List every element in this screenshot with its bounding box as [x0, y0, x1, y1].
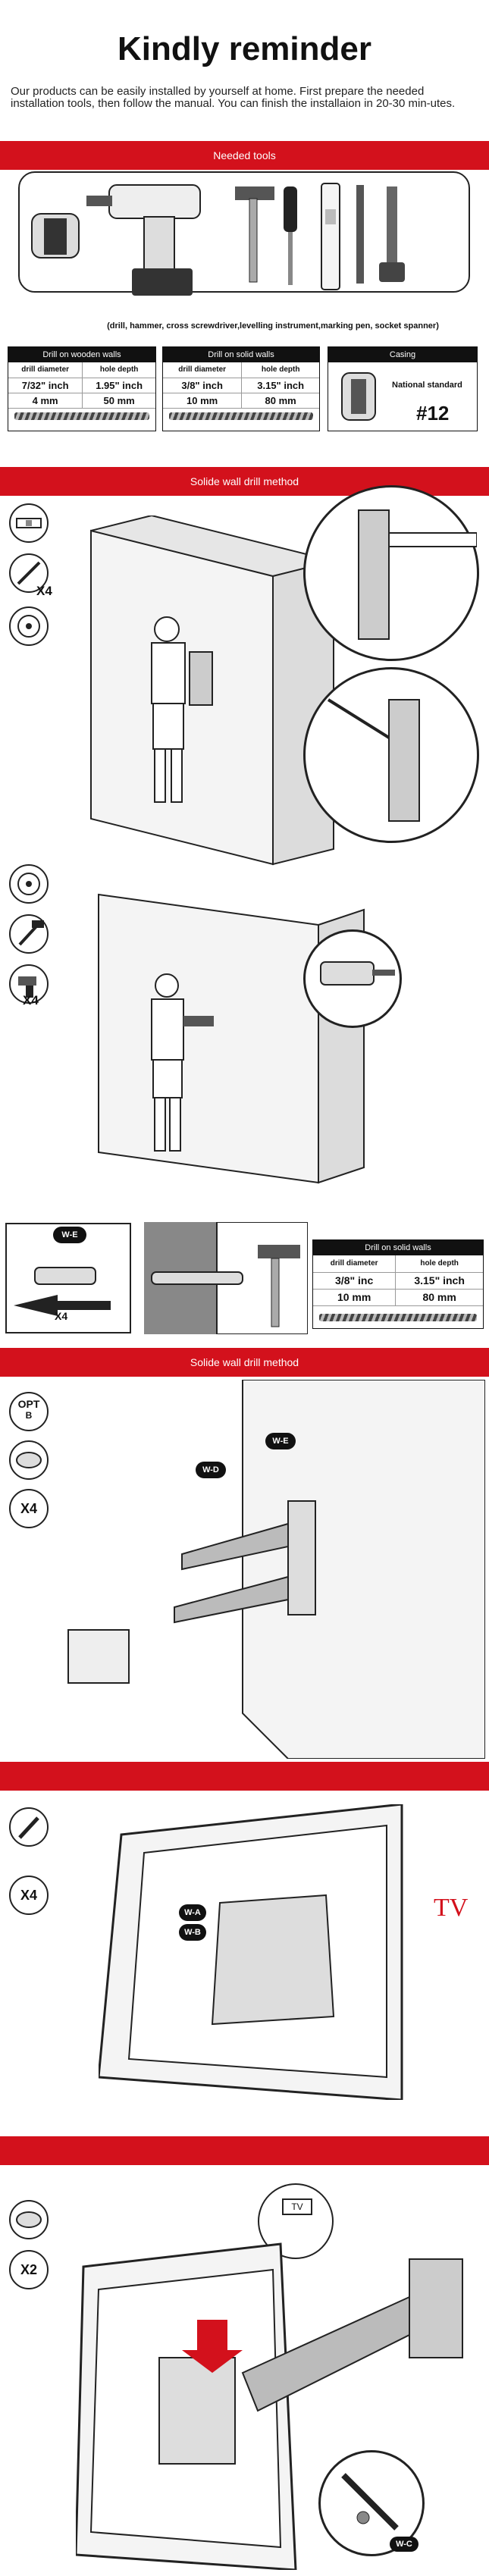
- rotate-x2-icon: X2: [9, 2250, 49, 2289]
- drill-step-icon: [9, 964, 49, 1004]
- target-mark-icon: [9, 606, 49, 646]
- opt-label: OPT: [17, 1398, 40, 1410]
- wood-table-title: Drill on wooden walls: [8, 347, 155, 362]
- solid-header-depth: hole depth: [241, 362, 319, 378]
- target-mark-icon-2: [9, 864, 49, 904]
- casing-title: Casing: [328, 347, 477, 362]
- opt-b-label: B: [25, 1410, 33, 1421]
- drill-bit-icon: [14, 412, 149, 420]
- washer-icon: [9, 1440, 49, 1480]
- tools-frame: [18, 171, 470, 293]
- hang-tv-illustration: [76, 2242, 463, 2570]
- washer-step-icon: [9, 2200, 49, 2239]
- label-we-2: W-E: [265, 1433, 296, 1449]
- label-wd: W-D: [196, 1462, 226, 1478]
- zoom-drill-circle: [303, 929, 402, 1028]
- vesa-plate-icon: [211, 1894, 335, 2026]
- solid-cell: 10 mm: [163, 393, 242, 409]
- tools-illustration: [31, 183, 405, 296]
- wood-cell: 4 mm: [8, 393, 83, 409]
- rotate-x4-label-2: X4: [20, 1888, 38, 1903]
- label-wb: W-B: [179, 1924, 206, 1941]
- page-title: Kindly reminder: [118, 30, 371, 67]
- casing-number: #12: [416, 402, 450, 425]
- marking-pen-step-icon: [9, 553, 49, 593]
- arm-icon-2: [241, 2258, 463, 2412]
- solid-table-2-title: Drill on solid walls: [313, 1240, 483, 1255]
- drill-icon: [86, 184, 201, 296]
- tv-small-label: TV: [282, 2198, 312, 2215]
- bracket-icon: [189, 651, 213, 706]
- socket-icon: [341, 372, 376, 421]
- rotate-x4-icon-2: X4: [9, 1876, 49, 1915]
- quantity-x4-drill: X4: [23, 993, 39, 1008]
- rotate-x4-icon: X4: [9, 1489, 49, 1528]
- screwdriver-icon: [284, 186, 297, 285]
- casing-tool-icon: [31, 213, 80, 259]
- tv-label: TV: [434, 1894, 469, 1922]
- rotate-x4-label: X4: [20, 1501, 38, 1516]
- label-wc: W-C: [390, 2537, 418, 2552]
- person-drilling-icon: [151, 973, 214, 1152]
- vesa-plate-icon-2: [158, 2357, 236, 2465]
- drill-bit-icon: [319, 1313, 477, 1321]
- mount-wall-illustration: [67, 1380, 485, 1759]
- casing-box: Casing National standard #12: [328, 346, 478, 431]
- hammer-step-icon: [9, 914, 49, 954]
- wood-header-diameter: drill diameter: [8, 362, 83, 378]
- marking-pen-icon: [356, 185, 364, 284]
- socket-spanner-icon: [379, 186, 405, 282]
- zoom-spanner-circle: [318, 2450, 425, 2556]
- intro-text: Our products can be easily installed by …: [11, 85, 456, 110]
- solid2-header-depth: hole depth: [395, 1255, 483, 1273]
- drill-bit-icon: [169, 412, 313, 420]
- label-wa: W-A: [179, 1904, 206, 1921]
- level-icon: [321, 183, 340, 290]
- wood-cell: 50 mm: [82, 393, 155, 409]
- solid2-header-diameter: drill diameter: [313, 1255, 396, 1273]
- hammer-icon: [235, 186, 274, 283]
- section-bar-tools: Needed tools: [0, 141, 489, 170]
- section-bar-4: [0, 1762, 489, 1791]
- wood-cell: 7/32" inch: [8, 378, 83, 393]
- arm-icon: [67, 1522, 289, 1684]
- opt-icon: OPT B: [9, 1392, 49, 1431]
- quantity-x4-anchor: X4: [55, 1310, 68, 1322]
- solid-cell: 80 mm: [241, 393, 319, 409]
- solid2-cell: 10 mm: [313, 1289, 396, 1306]
- label-we: W-E: [53, 1227, 86, 1243]
- solid2-cell: 3.15" inch: [395, 1272, 483, 1290]
- zoom-level-circle: [303, 485, 479, 661]
- hammer-anchor-illustration: [144, 1222, 308, 1334]
- rotate-x2-label: X2: [20, 2262, 38, 2277]
- casing-standard: National standard: [392, 381, 462, 390]
- wood-cell: 1.95" inch: [82, 378, 155, 393]
- solid-cell: 3/8" inch: [163, 378, 242, 393]
- zoom-mark-circle: [303, 667, 479, 843]
- level-step-icon: [9, 503, 49, 543]
- section-bar-solid-wall-2: Solide wall drill method: [0, 1348, 489, 1377]
- solid-table-title: Drill on solid walls: [163, 347, 319, 362]
- solid2-cell: 3/8" inc: [313, 1272, 396, 1290]
- tv-back-illustration: [99, 1804, 403, 2100]
- wall-drilling-illustration: [98, 893, 365, 1184]
- solid-header-diameter: drill diameter: [163, 362, 242, 378]
- quantity-x4: X4: [36, 584, 52, 598]
- solid2-cell: 80 mm: [395, 1289, 483, 1306]
- tools-caption: (drill, hammer, cross screwdriver,levell…: [107, 321, 439, 331]
- section-bar-5: [0, 2136, 489, 2165]
- wall-plate-icon: [287, 1500, 316, 1615]
- solid-cell: 3.15" inch: [241, 378, 319, 393]
- person-icon: [151, 616, 186, 803]
- screwdriver-step-icon: [9, 1807, 49, 1847]
- wood-header-depth: hole depth: [82, 362, 155, 378]
